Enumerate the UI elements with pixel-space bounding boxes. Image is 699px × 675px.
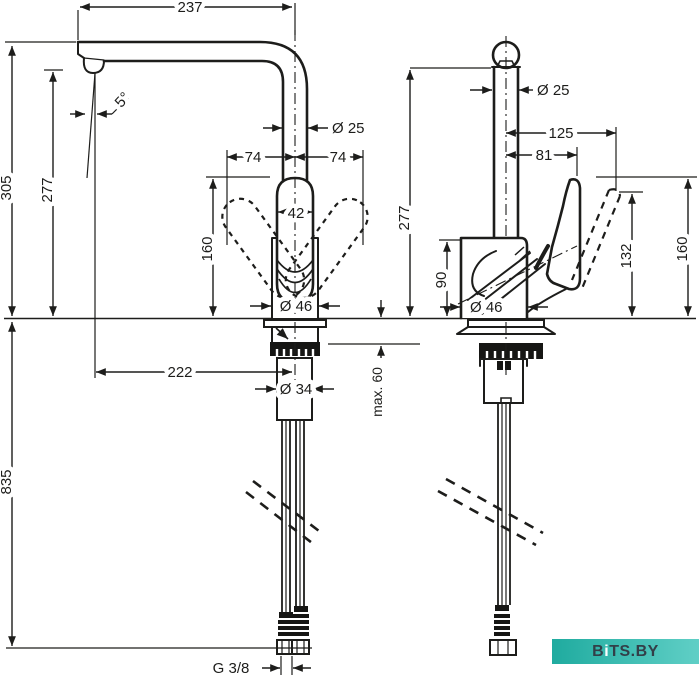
dim-body-height: 90 bbox=[433, 272, 450, 289]
side-shank-tabs bbox=[479, 358, 528, 367]
side-body-outline bbox=[459, 236, 529, 320]
mount-arrow bbox=[275, 327, 289, 340]
side-shank-notch bbox=[500, 397, 512, 403]
handle-outline bbox=[275, 176, 315, 304]
cartridge-axis bbox=[457, 245, 578, 305]
dim-max-deck-thickness: max. 60 bbox=[369, 367, 385, 417]
side-handle-dashed bbox=[570, 188, 622, 292]
dim-handle-width: 42 bbox=[288, 205, 305, 222]
dim-outlet-offset: 222 bbox=[167, 364, 192, 381]
angle-ref-tilted bbox=[86, 72, 96, 179]
dim-base-diameter-front: Ø 46 bbox=[280, 298, 313, 315]
break-mark-side bbox=[437, 477, 544, 547]
handle-lower-edge bbox=[527, 288, 567, 313]
dim-base-diameter-side: Ø 46 bbox=[470, 299, 503, 316]
watermark-text-i: i bbox=[604, 642, 610, 660]
handle-swing-left bbox=[221, 197, 306, 299]
dim-outlet-height-front: 277 bbox=[39, 177, 56, 202]
dim-shank-diameter: Ø 34 bbox=[280, 381, 313, 398]
hose-connector-right bbox=[291, 606, 310, 655]
dim-spout-diameter-front: Ø 25 bbox=[332, 120, 365, 137]
spout-inner-outline bbox=[102, 59, 285, 182]
front-view bbox=[76, 30, 369, 655]
dim-hose-length: 835 bbox=[0, 469, 15, 494]
dim-spout-reach: 237 bbox=[177, 0, 202, 16]
handle-body-shadow bbox=[534, 244, 550, 270]
watermark-text-suffix: TS.BY bbox=[609, 642, 659, 660]
dim-handle-offset: 81 bbox=[536, 147, 553, 164]
hatch-ticks bbox=[514, 246, 531, 261]
supply-hoses bbox=[281, 420, 305, 615]
body-right-edge bbox=[312, 237, 319, 319]
dim-swing-right: 74 bbox=[330, 149, 347, 166]
watermark-text-prefix: B bbox=[592, 642, 605, 660]
body-bulge bbox=[471, 250, 497, 297]
side-escutcheon-flare bbox=[456, 326, 556, 335]
mounting-nut-notches bbox=[275, 349, 315, 356]
dim-thread-size: G 3/8 bbox=[213, 660, 250, 675]
aerator-nozzle bbox=[82, 57, 105, 74]
base-below-plate bbox=[271, 326, 319, 343]
break-mark-front bbox=[245, 479, 324, 548]
spout-end-cap bbox=[77, 41, 85, 59]
dim-handle-height-front: 160 bbox=[199, 236, 216, 261]
dim-total-height: 305 bbox=[0, 175, 15, 200]
side-view bbox=[437, 36, 622, 656]
side-shank bbox=[483, 358, 524, 404]
dim-handle-reach: 125 bbox=[548, 125, 573, 142]
dim-spout-angle: 5° bbox=[112, 89, 134, 111]
hose-connector-left bbox=[276, 612, 295, 655]
aerator-top-line bbox=[83, 57, 105, 61]
side-nut-notches bbox=[485, 351, 537, 359]
side-hose bbox=[497, 403, 511, 610]
dim-handle-down-height: 132 bbox=[618, 243, 635, 268]
side-handle-outline bbox=[545, 178, 582, 291]
dim-outlet-height-side: 277 bbox=[396, 205, 413, 230]
dim-pipe-diameter-side: Ø 25 bbox=[537, 82, 570, 99]
dim-swing-left: 74 bbox=[245, 149, 262, 166]
side-coupler-b bbox=[505, 361, 511, 370]
side-hose-connector bbox=[489, 605, 517, 656]
dim-handle-up-height: 160 bbox=[674, 236, 691, 261]
side-coupler-a bbox=[497, 361, 503, 370]
